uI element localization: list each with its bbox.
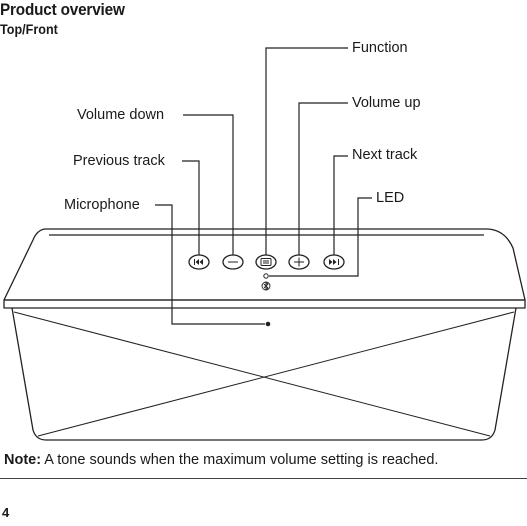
function-label: Function xyxy=(352,40,408,56)
volume-up-leader xyxy=(298,102,348,255)
bluetooth-icon xyxy=(261,281,271,291)
function-button xyxy=(255,254,277,270)
function-leader xyxy=(265,47,348,255)
speaker-front-face xyxy=(3,299,526,441)
page-title: Product overview xyxy=(0,0,125,19)
footer-divider xyxy=(0,478,527,479)
function-icon xyxy=(260,258,272,266)
plus-icon xyxy=(294,257,304,267)
grille-line-1 xyxy=(13,311,491,437)
volume-up-label: Volume up xyxy=(352,95,421,111)
previous-track-leader xyxy=(182,160,200,255)
microphone-label: Microphone xyxy=(64,197,140,213)
next-track-icon xyxy=(329,259,339,265)
note-text: A tone sounds when the maximum volume se… xyxy=(44,452,439,468)
note-prefix: Note: xyxy=(4,452,42,468)
page-number: 4 xyxy=(2,505,10,520)
led-indicator xyxy=(263,273,269,279)
led-label: LED xyxy=(376,190,405,206)
previous-track-icon xyxy=(194,259,203,265)
microphone-hole xyxy=(265,321,271,327)
microphone-leader xyxy=(155,204,265,325)
note: Note: A tone sounds when the maximum vol… xyxy=(4,452,438,468)
led-leader xyxy=(269,197,372,277)
next-track-leader xyxy=(333,155,348,255)
next-track-label: Next track xyxy=(352,147,418,163)
volume-down-leader xyxy=(183,114,234,255)
previous-track-label: Previous track xyxy=(73,153,165,169)
volume-down-label: Volume down xyxy=(77,107,165,123)
grille-line-2 xyxy=(37,311,515,437)
section-subtitle: Top/Front xyxy=(0,21,58,37)
